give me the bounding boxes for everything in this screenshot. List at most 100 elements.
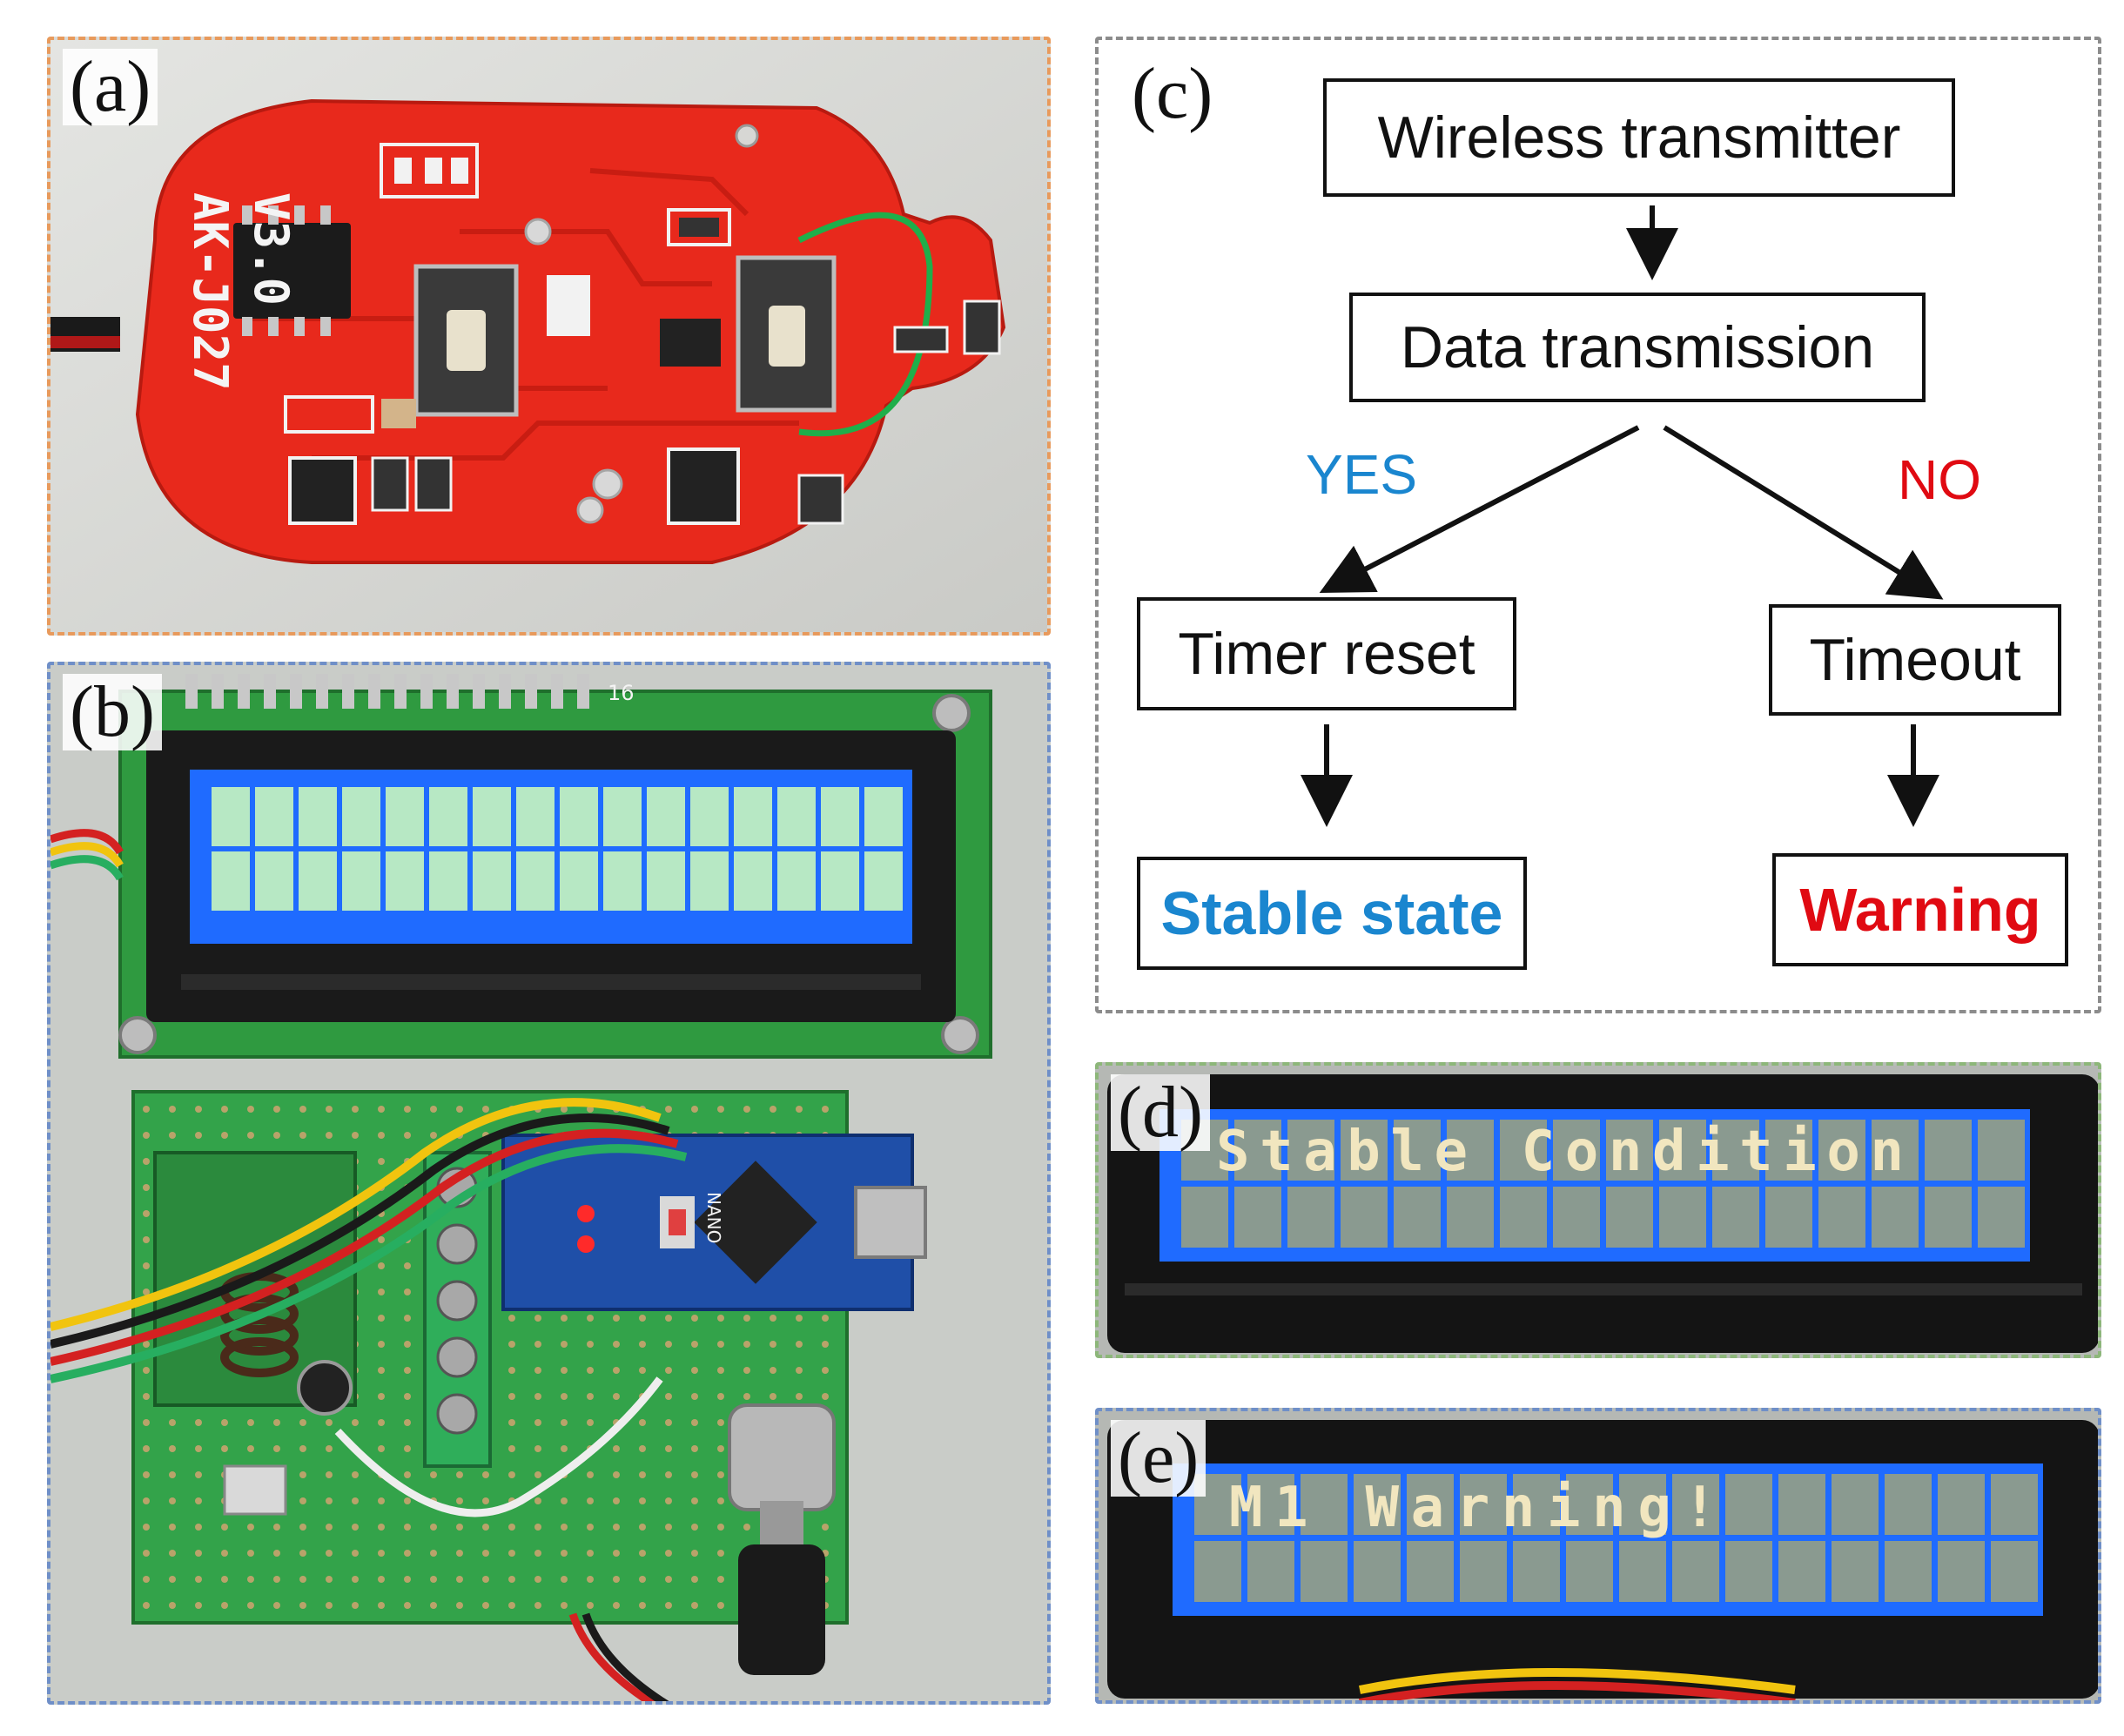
lcd-cell (516, 851, 555, 911)
lcd-cell (1447, 1120, 1494, 1181)
flowchart-arrows (1301, 205, 1944, 827)
lcd-cell (1619, 1474, 1666, 1535)
lcd-cell (342, 787, 380, 846)
lcd-cell (1460, 1541, 1507, 1602)
lcd-cell (734, 787, 772, 846)
panel-label-c: (c) (1132, 53, 1213, 134)
lcd-cell (1818, 1187, 1865, 1248)
lcd-cell (1872, 1120, 1919, 1181)
arrow-transmission-to-timeout (1663, 425, 1944, 600)
lcd-cell (603, 787, 642, 846)
node-stable-state: Stable state (1137, 857, 1527, 970)
node-wireless-transmitter-label: Wireless transmitter (1377, 104, 1901, 171)
lcd-cell (1566, 1474, 1613, 1535)
potentiometer (728, 1403, 836, 1511)
lcd-cell (429, 851, 467, 911)
lcd-cell (473, 851, 511, 911)
lcd-cell (1725, 1474, 1772, 1535)
lcd-cell (1619, 1541, 1666, 1602)
lcd-cell (1925, 1187, 1972, 1248)
lcd-cell (1725, 1541, 1772, 1602)
lcd-cell (1407, 1474, 1454, 1535)
pcb-marking-model: AK-J027 (183, 192, 238, 391)
panel-label-d: (d) (1111, 1073, 1210, 1152)
lcd-cell (516, 787, 555, 846)
lcd-cell (1287, 1120, 1334, 1181)
lcd-cell (777, 787, 816, 846)
arrow-transmission-to-timer-reset (1319, 425, 1640, 594)
lcd-cell (603, 851, 642, 911)
lcd-cell (560, 851, 598, 911)
lcd-cell (1553, 1120, 1600, 1181)
lcd-cell (1194, 1541, 1241, 1602)
lcd-cell (1553, 1187, 1600, 1248)
lcd-cell (1341, 1120, 1388, 1181)
lcd-cell (777, 851, 816, 911)
lcd-cell (1513, 1474, 1560, 1535)
lcd-stable-illustration: Stable Condition (1099, 1066, 2098, 1355)
branch-yes-label: YES (1306, 443, 1418, 506)
lcd-d-character-grid (1181, 1120, 2025, 1248)
lcd-cell (1778, 1541, 1825, 1602)
node-wireless-transmitter: Wireless transmitter (1323, 78, 1955, 197)
lcd-cell (1885, 1474, 1932, 1535)
panel-label-e: (e) (1111, 1419, 1207, 1497)
lcd-cell (1938, 1541, 1985, 1602)
node-warning-label: Warning (1799, 876, 2041, 944)
lcd-cell (1247, 1541, 1294, 1602)
lcd-cell (1234, 1120, 1281, 1181)
lcd-cell (299, 851, 337, 911)
lcd-cell (1606, 1120, 1653, 1181)
lcd-cell (1832, 1541, 1879, 1602)
lcd-cell (1447, 1187, 1494, 1248)
receiver-board-illustration: 16 NANO (50, 665, 1047, 1701)
node-data-transmission: Data transmission (1349, 293, 1926, 402)
panel-a-transmitter-photo: AK-J027 V3.0 (a) (47, 37, 1051, 636)
lcd-cell (1354, 1474, 1401, 1535)
node-timer-reset: Timer reset (1137, 597, 1516, 710)
lcd-cell (1301, 1474, 1348, 1535)
lcd-cell (1606, 1187, 1653, 1248)
lcd-e-character-grid (1194, 1474, 2038, 1602)
lcd-warning-illustration: M1 Warning! (1099, 1411, 2098, 1700)
lcd-cell (864, 851, 903, 911)
node-timeout: Timeout (1769, 604, 2061, 716)
lcd-cell (1513, 1541, 1560, 1602)
lcd-cell (864, 787, 903, 846)
lcd-cell (1500, 1187, 1547, 1248)
lcd-cell (1407, 1541, 1454, 1602)
lcd-cell (255, 851, 293, 911)
lcd-cell (1659, 1187, 1706, 1248)
lcd-cell (1872, 1187, 1919, 1248)
lcd-cell (1938, 1474, 1985, 1535)
lcd-cell (1978, 1187, 2025, 1248)
lcd-cell (1712, 1187, 1759, 1248)
node-data-transmission-label: Data transmission (1400, 314, 1875, 380)
lcd-cell (647, 787, 685, 846)
lcd-cell (647, 851, 685, 911)
lcd-cell (473, 787, 511, 846)
lcd-cell (1247, 1474, 1294, 1535)
transmitter-pcb-illustration: AK-J027 V3.0 (50, 40, 1047, 632)
ic-chip (233, 223, 351, 319)
panel-label-b: (b) (63, 673, 162, 751)
lcd-cell (386, 851, 424, 911)
panel-c-flowchart: (c) Wireless transmitter Data transmissi… (1095, 37, 2101, 1013)
lcd-cell (1394, 1187, 1441, 1248)
lcd-cell (1991, 1474, 2038, 1535)
lcd-cell (1978, 1120, 2025, 1181)
lcd-cell (1885, 1541, 1932, 1602)
lcd-cell (1659, 1120, 1706, 1181)
lcd-cell (1712, 1120, 1759, 1181)
lcd-cell (1234, 1187, 1281, 1248)
node-timeout-label: Timeout (1809, 627, 2021, 693)
lcd-cell (1394, 1120, 1441, 1181)
lcd-cell (342, 851, 380, 911)
lcd-cell (1301, 1541, 1348, 1602)
nano-silkscreen: NANO (703, 1192, 724, 1243)
potentiometer-knob (738, 1544, 825, 1675)
lcd-cell (690, 787, 729, 846)
node-stable-state-label: Stable state (1160, 879, 1503, 947)
lcd-cell (1672, 1474, 1719, 1535)
branch-no-label: NO (1898, 448, 1981, 511)
